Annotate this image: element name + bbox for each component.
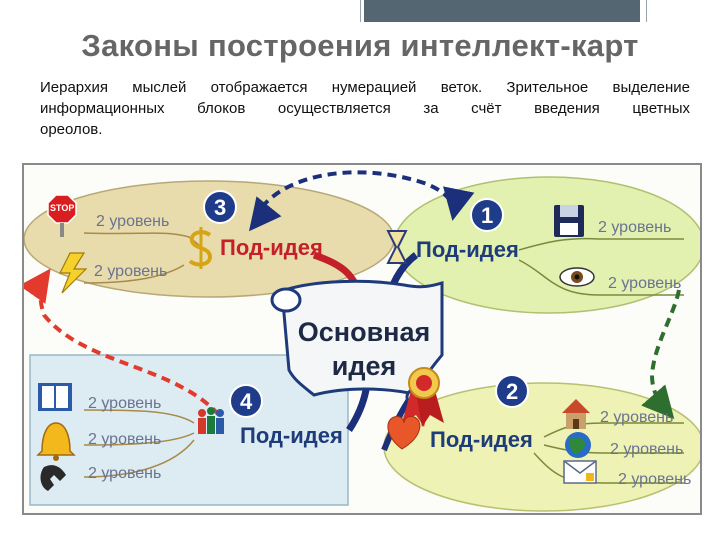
- branch-line-3b: [83, 264, 185, 284]
- envelope-icon: [563, 460, 597, 484]
- frame-line-left: [360, 0, 361, 22]
- description-line: ореолов.: [40, 121, 103, 138]
- number-badge-2: [495, 374, 529, 408]
- house-icon: [562, 399, 590, 429]
- arrow-4-to-3: [24, 268, 221, 417]
- arrow-3-from-1-head: [249, 196, 282, 232]
- level-label-1b: 2 уровень: [608, 275, 682, 292]
- central-idea-line: Основная: [297, 317, 431, 347]
- sub-idea-2: Под-идея: [430, 427, 533, 452]
- level-label-2a: 2 уровень: [600, 409, 674, 426]
- level-label-2c: 2 уровень: [618, 471, 692, 488]
- dollar-icon: [188, 227, 213, 269]
- stop-sign-icon: [47, 194, 77, 237]
- branch-number-2: 2: [506, 379, 519, 404]
- level-label-4b: 2 уровень: [88, 431, 162, 448]
- description-line: Иерархия мыслей отображается нумерацией …: [40, 79, 690, 96]
- number-badge-4: [229, 384, 263, 418]
- level-label-2b: 2 уровень: [610, 441, 684, 458]
- eye-icon: [559, 267, 595, 287]
- branch-line-3a: [83, 232, 200, 246]
- branch-number-3: 3: [214, 195, 227, 220]
- branch-line-1b: [518, 259, 684, 296]
- mind-map-graphics: [24, 170, 700, 512]
- branch-number-4: 4: [240, 389, 253, 414]
- description-line: информационных блоков осуществляется за …: [40, 100, 690, 117]
- branch-number-1: 1: [481, 203, 494, 228]
- frame-line-right: [646, 0, 647, 22]
- mind-map-diagram: STOP 3 1 4 2 Под-идея Под-идея Под-идея …: [22, 163, 702, 515]
- arrow-1-to-2: [641, 289, 681, 420]
- sub-idea-1: Под-идея: [416, 237, 519, 262]
- header-tab: [364, 0, 640, 22]
- page-title: Законы построения интеллект-карт: [81, 28, 639, 63]
- stop-sign-text: STOP: [50, 203, 75, 213]
- level-label-3b: 2 уровень: [94, 263, 168, 280]
- sub-idea-4: Под-идея: [240, 423, 343, 448]
- book-icon: [38, 383, 72, 411]
- people-icon: [198, 407, 224, 434]
- number-badge-3: [203, 190, 237, 224]
- level-label-3a: 2 уровень: [96, 213, 170, 230]
- level-label-4c: 2 уровень: [88, 465, 162, 482]
- branch-line-4c: [83, 439, 195, 478]
- floppy-disk-icon: [554, 205, 584, 237]
- branch-line-4a: [83, 409, 195, 424]
- number-badge-1: [470, 198, 504, 232]
- level-label-1a: 2 уровень: [598, 219, 672, 236]
- level-label-4a: 2 уровень: [88, 395, 162, 412]
- branch-line-4b: [83, 432, 195, 446]
- bell-icon: [36, 422, 76, 461]
- branch-line-1a: [518, 237, 684, 251]
- sub-idea-3: Под-идея: [220, 235, 323, 260]
- telephone-icon: [40, 465, 66, 491]
- lightning-icon: [59, 252, 88, 294]
- arrow-3-to-1: [252, 170, 475, 221]
- globe-icon: [565, 432, 591, 458]
- connector-4: [346, 389, 370, 432]
- badge-ribbon-graphic: [402, 367, 444, 427]
- description: Иерархия мыслей отображается нумерацией …: [40, 77, 690, 140]
- hourglass-icon: [386, 230, 408, 264]
- central-idea: Основная идея: [284, 315, 444, 383]
- central-idea-line: идея: [331, 351, 397, 381]
- heart-icon: [387, 416, 421, 450]
